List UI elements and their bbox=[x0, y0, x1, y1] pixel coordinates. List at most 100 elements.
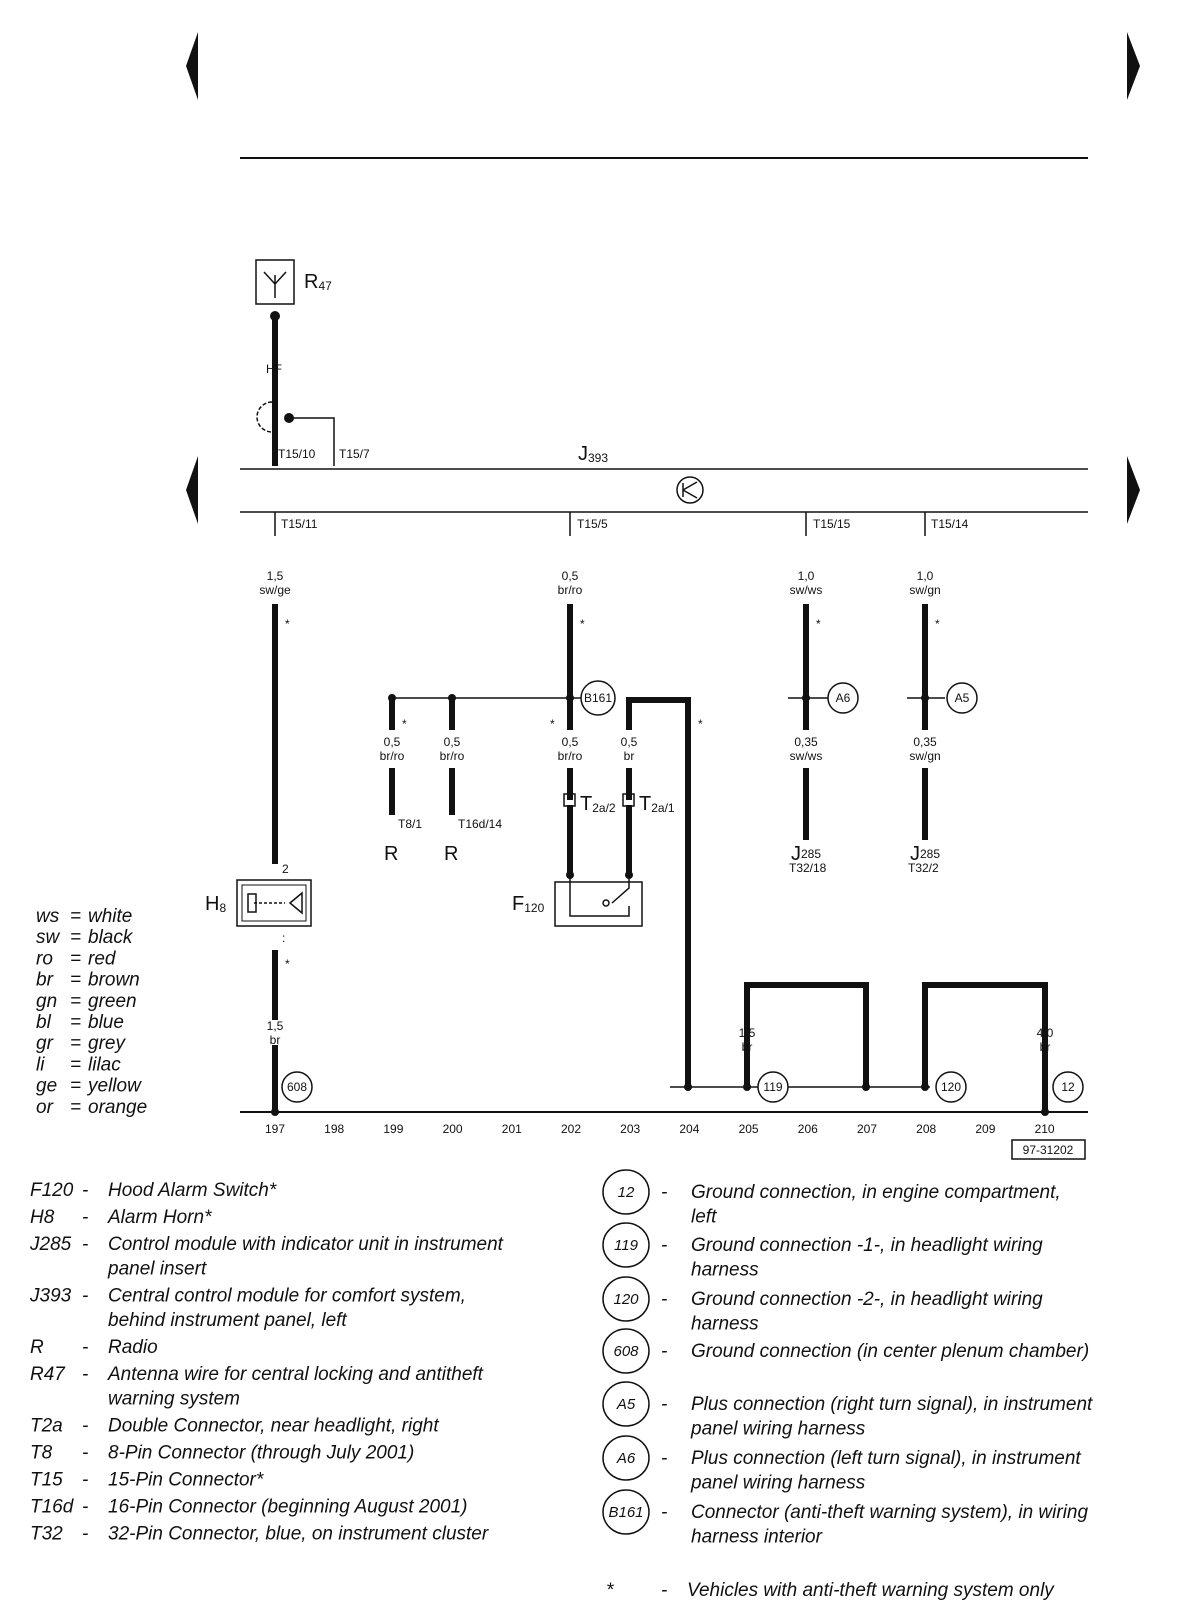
star-208: * bbox=[935, 617, 940, 631]
component-desc: Control module with indicator unit in in… bbox=[108, 1234, 504, 1255]
node-b161-label: B161 bbox=[584, 691, 612, 705]
column-number: 208 bbox=[916, 1122, 936, 1136]
prev-page-arrow-mid[interactable] bbox=[186, 456, 198, 524]
w197b-size: 1,5 bbox=[267, 1019, 284, 1033]
footnote-text: Vehicles with anti-theft warning system … bbox=[687, 1580, 1055, 1601]
column-number: 206 bbox=[798, 1122, 818, 1136]
star-b161: * bbox=[550, 717, 555, 731]
node-a5-label: A5 bbox=[955, 691, 970, 705]
legend-name: white bbox=[88, 906, 132, 927]
legend-code: ge bbox=[36, 1076, 57, 1097]
column-number: 204 bbox=[679, 1122, 699, 1136]
legend-eq: = bbox=[70, 1054, 81, 1075]
component-code: T2a bbox=[30, 1416, 63, 1437]
connection-code: 119 bbox=[614, 1237, 639, 1254]
component-code: J393 bbox=[29, 1286, 72, 1307]
w197b-color: br bbox=[270, 1033, 281, 1047]
node-a5 bbox=[946, 682, 978, 714]
connection-dash: - bbox=[661, 1182, 667, 1203]
prev-page-arrow-top[interactable] bbox=[186, 32, 198, 100]
node-a6-label: A6 bbox=[836, 691, 851, 705]
column-number: 207 bbox=[857, 1122, 877, 1136]
component-dash: - bbox=[82, 1207, 88, 1228]
w208b-color: sw/gn bbox=[909, 749, 940, 763]
legend-eq: = bbox=[70, 948, 81, 969]
star-199: * bbox=[402, 717, 407, 731]
w200-size: 0,5 bbox=[444, 735, 461, 749]
connection-desc: left bbox=[691, 1207, 717, 1228]
connection-desc: harness interior bbox=[691, 1527, 823, 1548]
antenna-r47 bbox=[255, 259, 295, 305]
star-206: * bbox=[816, 617, 821, 631]
node-g119 bbox=[757, 1071, 789, 1103]
w202b-color: br/ro bbox=[558, 749, 583, 763]
legend-eq: = bbox=[70, 927, 81, 948]
label-t2a2: T2a/2 bbox=[580, 793, 616, 815]
column-number: 201 bbox=[502, 1122, 522, 1136]
component-dash: - bbox=[82, 1180, 88, 1201]
connection-circle bbox=[602, 1381, 650, 1427]
star-202: * bbox=[580, 617, 585, 631]
w199-size: 0,5 bbox=[384, 735, 401, 749]
central-module-name: J393 bbox=[578, 443, 608, 465]
footnote-dash: - bbox=[661, 1580, 667, 1601]
node-g608-label: 608 bbox=[287, 1080, 307, 1094]
component-dash: - bbox=[82, 1364, 88, 1385]
connection-dash: - bbox=[661, 1448, 667, 1469]
component-desc: Double Connector, near headlight, right bbox=[108, 1416, 439, 1437]
component-dash: - bbox=[82, 1524, 88, 1545]
connection-circle bbox=[602, 1328, 650, 1374]
legend-code: br bbox=[36, 970, 54, 991]
antenna-node bbox=[270, 311, 280, 321]
node-g12-label: 12 bbox=[1061, 1080, 1075, 1094]
component-code: T32 bbox=[30, 1524, 63, 1545]
w203-size: 0,5 bbox=[621, 735, 638, 749]
node-g120 bbox=[935, 1071, 967, 1103]
connection-code: 608 bbox=[613, 1343, 639, 1360]
connection-circle bbox=[602, 1222, 650, 1268]
color-legend: ws=whitesw=blackro=redbr=browngn=greenbl… bbox=[36, 906, 147, 1118]
label-t15-10: T15/10 bbox=[278, 447, 316, 461]
connection-desc: Plus connection (left turn signal), in i… bbox=[691, 1448, 1081, 1469]
legend-eq: = bbox=[70, 1012, 81, 1033]
legend-name: orange bbox=[88, 1097, 147, 1118]
component-code: T8 bbox=[30, 1443, 53, 1464]
next-page-arrow-mid[interactable] bbox=[1127, 456, 1140, 524]
connection-desc: Ground connection, in engine compartment… bbox=[691, 1182, 1061, 1203]
j285-label-2: J285 bbox=[910, 843, 940, 865]
diagram-id: 97-31202 bbox=[1023, 1143, 1074, 1157]
connection-dash: - bbox=[661, 1235, 667, 1256]
shield-symbol bbox=[256, 401, 273, 433]
connection-desc: Ground connection -1-, in headlight wiri… bbox=[691, 1235, 1043, 1256]
component-code: H8 bbox=[30, 1207, 55, 1228]
hood-switch-f120 bbox=[554, 871, 643, 927]
next-page-arrow-top[interactable] bbox=[1127, 32, 1140, 100]
component-desc: 16-Pin Connector (beginning August 2001) bbox=[108, 1497, 467, 1518]
connection-desc: Ground connection (in center plenum cham… bbox=[691, 1341, 1089, 1362]
label-hf: HF bbox=[266, 362, 282, 376]
star-197-lower: * bbox=[285, 957, 290, 971]
connection-circle bbox=[602, 1276, 650, 1322]
legend-eq: = bbox=[70, 970, 81, 991]
connection-dash: - bbox=[661, 1394, 667, 1415]
w197-size: 1,5 bbox=[267, 569, 284, 583]
column-number: 197 bbox=[265, 1122, 285, 1136]
connection-desc: harness bbox=[691, 1314, 759, 1335]
w208-size: 1,0 bbox=[917, 569, 934, 583]
label-t15-7: T15/7 bbox=[339, 447, 370, 461]
connection-dash: - bbox=[661, 1289, 667, 1310]
connection-circle bbox=[602, 1169, 650, 1215]
wire-208-210 bbox=[922, 982, 1048, 1112]
w208b-size: 0,35 bbox=[913, 735, 937, 749]
component-desc: Antenna wire for central locking and ant… bbox=[107, 1364, 484, 1385]
w202-color: br/ro bbox=[558, 583, 583, 597]
label-t15-11: T15/11 bbox=[281, 517, 318, 531]
label-t32-18: T32/18 bbox=[789, 861, 827, 875]
connection-desc: panel wiring harness bbox=[690, 1473, 866, 1494]
legend-code: ro bbox=[36, 948, 53, 969]
w206-size: 1,0 bbox=[798, 569, 815, 583]
component-dash: - bbox=[82, 1416, 88, 1437]
node-g12 bbox=[1052, 1071, 1084, 1103]
connection-dash: - bbox=[661, 1502, 667, 1523]
